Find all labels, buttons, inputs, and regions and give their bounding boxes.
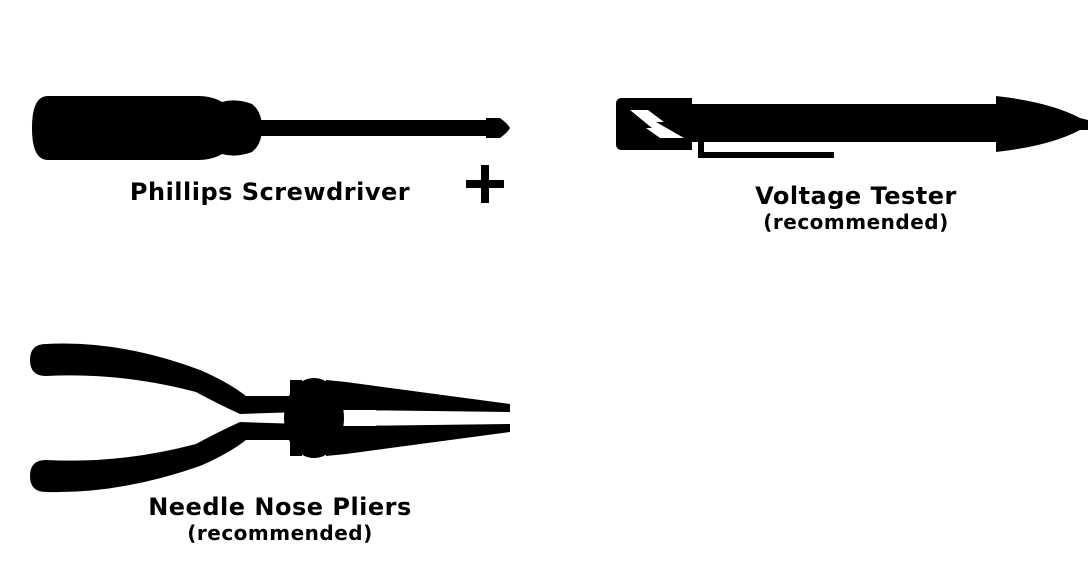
tester-tip xyxy=(996,96,1088,152)
voltage-tester-note: (recommended) xyxy=(763,210,949,234)
screwdriver-tip xyxy=(486,118,510,138)
pliers-note: (recommended) xyxy=(187,521,373,545)
tester-clip xyxy=(698,140,834,158)
pliers-jaw-gap xyxy=(344,410,376,426)
screwdriver-shaft xyxy=(260,120,488,136)
voltage-tester-caption: Voltage Tester (recommended) xyxy=(706,184,1006,232)
screwdriver-caption: Phillips Screwdriver xyxy=(120,180,420,204)
pliers-lower-handle xyxy=(30,422,300,493)
pliers-upper-handle xyxy=(30,343,300,414)
pliers-caption: Needle Nose Pliers (recommended) xyxy=(130,495,430,543)
pliers-upper-jaw xyxy=(326,380,510,412)
screwdriver-handle xyxy=(32,96,262,160)
pliers-label: Needle Nose Pliers xyxy=(148,493,412,521)
lightning-bolt-icon xyxy=(630,110,684,138)
plus-symbol-icon xyxy=(466,165,504,203)
voltage-tester-label: Voltage Tester xyxy=(755,182,957,210)
screwdriver-label: Phillips Screwdriver xyxy=(129,178,411,206)
pliers-lower-jaw xyxy=(326,424,510,456)
tester-body xyxy=(688,104,1000,142)
